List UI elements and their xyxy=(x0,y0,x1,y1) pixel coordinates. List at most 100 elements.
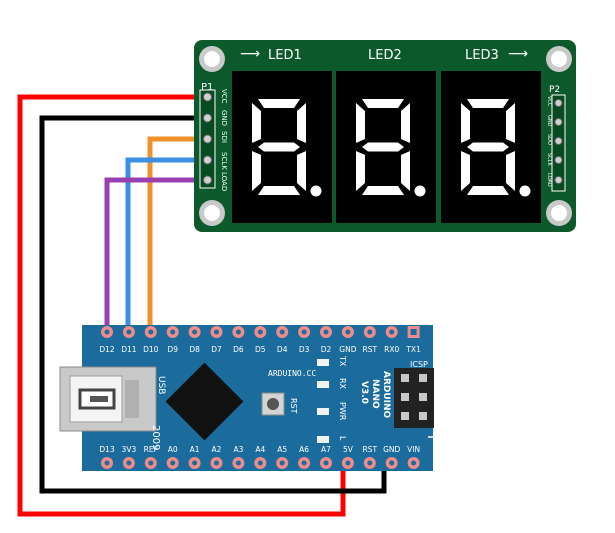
pin-label-top: D11 xyxy=(121,345,137,354)
p1-pin-sclk xyxy=(203,155,212,165)
icsp-pin xyxy=(419,393,427,401)
led-rx-label: RX xyxy=(338,378,347,390)
led-l-label: L xyxy=(338,436,347,441)
p2-pin-label: LOAD xyxy=(546,173,552,187)
pin-label-bottom: VIN xyxy=(407,445,420,454)
pin-label-bottom: A7 xyxy=(321,445,331,454)
led-tx-label: TX xyxy=(338,355,347,367)
pin-label-bottom: A4 xyxy=(255,445,265,454)
p1-pin-label: SDI xyxy=(220,131,228,143)
pin-label-bottom: 3V3 xyxy=(122,445,137,454)
segment-d xyxy=(467,186,509,195)
pin-label-top: RST xyxy=(363,345,378,354)
pin-label-bottom: A2 xyxy=(212,445,222,454)
p1-pin-label: GND xyxy=(220,110,228,126)
led3-label: LED3 xyxy=(465,48,499,63)
led-tx xyxy=(317,359,329,366)
pin-label-top: D7 xyxy=(211,345,222,354)
led-rx xyxy=(317,381,329,388)
connector-p1-label: P1 xyxy=(201,82,213,93)
p2-pin xyxy=(554,176,563,184)
p1-pin-vcc xyxy=(203,92,212,102)
digit-3 xyxy=(441,71,541,223)
p1-pin-sdi xyxy=(203,134,212,144)
pin-label-top: D5 xyxy=(255,345,266,354)
pin-label-top: TX1 xyxy=(405,345,421,354)
reset-label: RST xyxy=(289,398,298,414)
segment-c xyxy=(506,151,515,191)
pin-label-bottom: A1 xyxy=(190,445,200,454)
wire-vcc-5v xyxy=(17,94,346,517)
led3-arrow: ⟶ xyxy=(508,46,528,62)
icsp-pin xyxy=(401,393,409,401)
segment-a xyxy=(362,99,404,108)
p1-pin-label: SCLK xyxy=(220,152,228,170)
segment-c xyxy=(297,151,306,191)
display-module: ⟶ LED1 LED2 LED3 ⟶ P1 VCCGNDSDISCLKLOAD … xyxy=(194,40,576,232)
led1-arrow: ⟶ xyxy=(240,46,260,62)
segment-dp xyxy=(519,185,531,197)
usb-label: USB xyxy=(156,376,166,394)
pin-label-top: D10 xyxy=(143,345,159,354)
segment-a xyxy=(258,99,300,108)
p2-pin xyxy=(554,99,563,107)
segment-dp xyxy=(414,185,426,197)
pin-label-top: GND xyxy=(339,345,356,354)
p2-pin xyxy=(554,156,563,164)
segment-d xyxy=(258,186,300,195)
wire-load-d12 xyxy=(104,177,208,332)
pin-label-top: D2 xyxy=(321,345,332,354)
title-line-1: ARDUINO xyxy=(381,371,391,419)
segment-d xyxy=(362,186,404,195)
icsp-pin xyxy=(419,374,427,382)
segment-e xyxy=(252,151,261,191)
microcontroller-chip xyxy=(165,362,244,441)
wire-gnd-gnd xyxy=(39,115,387,494)
pin-label-bottom: A5 xyxy=(277,445,287,454)
segment-g xyxy=(467,142,509,152)
p1-pin-gnd xyxy=(203,113,212,123)
pin-label-bottom: GND xyxy=(383,445,400,454)
segment-f xyxy=(356,103,365,143)
icsp-header xyxy=(394,368,434,428)
led-l xyxy=(317,436,329,443)
led1-label: LED1 xyxy=(268,48,302,63)
segment-dp xyxy=(310,185,322,197)
p1-pin-label: LOAD xyxy=(220,172,228,191)
pin-label-top: D3 xyxy=(299,345,310,354)
icsp-label: ICSP xyxy=(410,360,428,369)
led-pwr xyxy=(317,408,329,415)
title-line-3: V3.0 xyxy=(359,381,369,404)
icsp-pin xyxy=(401,412,409,420)
pin-label-top: D8 xyxy=(189,345,200,354)
segment-a xyxy=(467,99,509,108)
pin-label-bottom: D13 xyxy=(99,445,115,454)
p1-pin-label: VCC xyxy=(220,89,228,104)
wires xyxy=(17,94,387,517)
arduino-nano: USB 2009 RST ARDUINO.CC TX RX PWR L ARDU… xyxy=(59,325,437,471)
icsp-corner xyxy=(428,429,437,438)
segment-e xyxy=(356,151,365,191)
segment-f xyxy=(252,103,261,143)
pin-label-top: D4 xyxy=(277,345,288,354)
icsp-pin xyxy=(401,374,409,382)
pin-label-bottom: RST xyxy=(363,445,378,454)
p2-pin-label: SDO xyxy=(546,134,552,145)
segment-f xyxy=(461,103,470,143)
segment-g xyxy=(258,142,300,152)
p1-pin-load xyxy=(203,175,212,185)
icsp-pin xyxy=(419,412,427,420)
pin-label-top: D9 xyxy=(167,345,178,354)
usb-connector xyxy=(59,366,157,432)
pin-label-top: RX0 xyxy=(384,345,399,354)
pin-label-bottom: A6 xyxy=(299,445,309,454)
p2-pin-label: VCC xyxy=(546,96,552,107)
led2-label: LED2 xyxy=(368,48,402,63)
digit-1 xyxy=(232,71,332,223)
year-label: 2009 xyxy=(150,425,161,450)
segment-e xyxy=(461,151,470,191)
led-pwr-label: PWR xyxy=(338,402,347,421)
p2-pin xyxy=(554,118,563,126)
pin-label-top: D6 xyxy=(233,345,244,354)
segment-g xyxy=(362,142,404,152)
